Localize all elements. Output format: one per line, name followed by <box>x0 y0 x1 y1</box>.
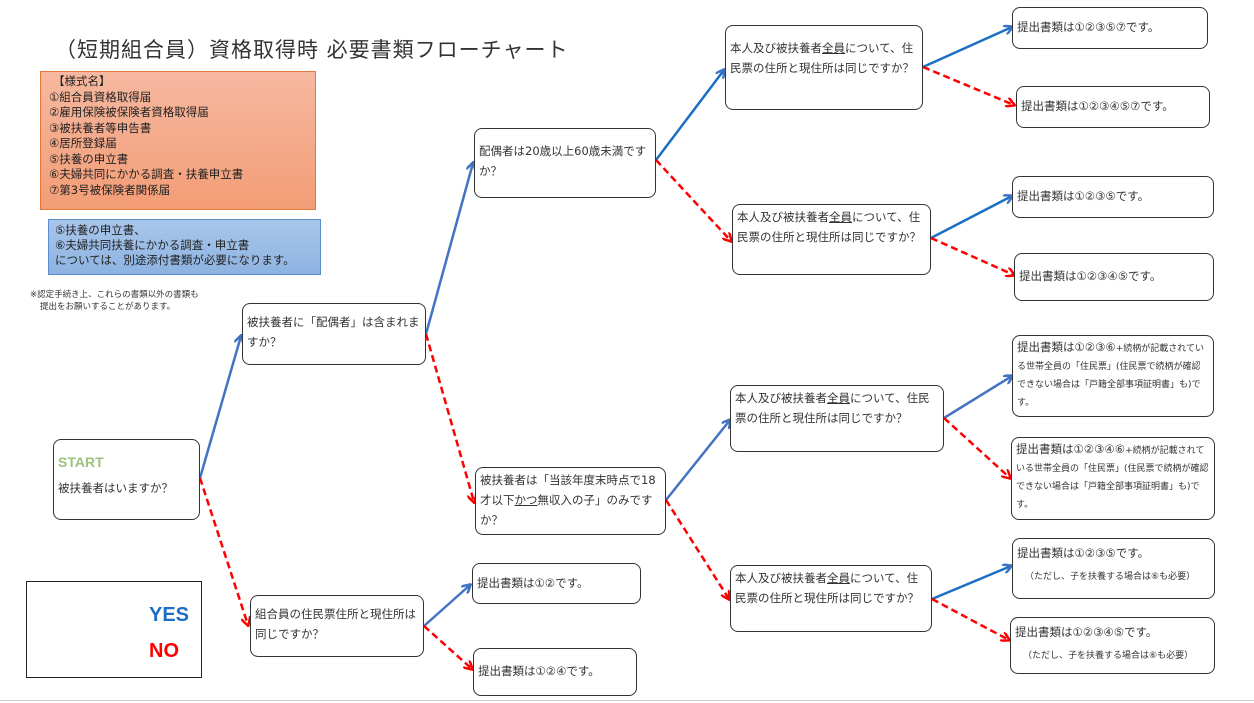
result-text: 提出書類は①②④です。 <box>478 664 600 678</box>
legend-no-label: NO <box>149 640 179 662</box>
result-node-1235-child: 提出書類は①②③⑤です。 （ただし、子を扶養する場合は⑥も必要） <box>1012 538 1215 599</box>
arrow-no <box>943 417 1010 478</box>
arrow-yes <box>930 196 1012 240</box>
spouse-age-question-node: 配偶者は20歳以上60歳未満ですか？ <box>474 128 656 198</box>
start-node: START 被扶養者はいますか？ <box>53 439 200 520</box>
note-line: については、別途添付書類が必要になります。 <box>55 253 295 267</box>
result-text: 提出書類は①②③④⑤です。 <box>1019 269 1162 283</box>
result-node-124: 提出書類は①②④です。 <box>473 648 637 696</box>
question-text: 配偶者は20歳以上60歳未満ですか？ <box>479 144 647 178</box>
question-text: 組合員の住民票住所と現住所は同じですか？ <box>255 607 416 641</box>
note-line: ⑤扶養の申立書、 <box>55 223 146 237</box>
arrow-no <box>922 65 1014 105</box>
all-address-question-node-4: 本人及び被扶養者全員について、住民票の住所と現住所は同じですか？ <box>730 565 932 632</box>
member-address-question-node: 組合員の住民票住所と現住所は同じですか？ <box>250 595 424 657</box>
result-note-text: （ただし、子を扶養する場合は⑥も必要） <box>1023 651 1194 661</box>
result-note-text: （ただし、子を扶養する場合は⑥も必要） <box>1025 572 1196 582</box>
start-label: START <box>58 454 104 470</box>
result-main-text: 提出書類は①②③⑥ <box>1017 340 1116 354</box>
question-text-pre: 本人及び被扶養者 <box>730 41 822 55</box>
result-main-text: 提出書類は①②③⑤です。 <box>1017 546 1150 560</box>
question-text-post: 無収入の子」のみですか？ <box>480 493 653 527</box>
question-text-post: について、住民票の住所と現住所は同じですか？ <box>735 571 919 605</box>
result-main-text: 提出書類は①②③④⑤です。 <box>1015 625 1158 639</box>
result-node-12: 提出書類は①②です。 <box>472 563 641 604</box>
arrow-no <box>930 236 1014 275</box>
question-text-underline: 全員 <box>822 41 845 55</box>
form-item: ①組合員資格取得届 <box>49 89 152 104</box>
question-text-underline: 全員 <box>827 391 850 405</box>
result-text: 提出書類は①②です。 <box>477 576 589 590</box>
all-address-question-node-2: 本人及び被扶養者全員について、住民票の住所と現住所は同じですか？ <box>732 204 931 275</box>
question-text-pre: 本人及び被扶養者 <box>735 571 827 585</box>
question-text-underline: 全員 <box>829 210 852 224</box>
form-item: ④居所登録届 <box>49 136 117 150</box>
question-text-post: について、住民票の住所と現住所は同じですか？ <box>735 391 930 425</box>
yes-no-legend: YES NO <box>26 581 202 678</box>
start-question: 被扶養者はいますか？ <box>58 481 173 495</box>
result-text: 提出書類は①②③⑤です。 <box>1017 189 1150 203</box>
result-node-12346: 提出書類は①②③④⑥+続柄が記載されている世帯全員の「住民票」(住民票で続柄が確… <box>1011 437 1215 520</box>
arrow-no <box>198 477 248 625</box>
question-text-post: について、住民票の住所と現住所は同じですか？ <box>737 210 921 244</box>
question-text: 被扶養者に「配偶者」は含まれますか？ <box>247 315 420 349</box>
result-text: 提出書類は①②③⑤⑦です。 <box>1017 20 1160 34</box>
arrow-yes <box>665 420 730 501</box>
question-text-post: について、住民票の住所と現住所は同じですか？ <box>730 41 914 75</box>
result-node-12357: 提出書類は①②③⑤⑦です。 <box>1012 7 1208 49</box>
all-address-question-node-3: 本人及び被扶養者全員について、住民票の住所と現住所は同じですか？ <box>730 385 944 452</box>
result-detail-text: +続柄が記載されている世帯全員の「住民票」(住民票で続柄が確認できない場合は「戸… <box>1017 344 1205 408</box>
child-question-node: 被扶養者は「当該年度末時点で18才以下かつ無収入の子」のみですか？ <box>475 467 666 535</box>
arrow-yes <box>943 376 1012 420</box>
result-text: 提出書類は①②③④⑤⑦です。 <box>1021 99 1174 113</box>
legend-yes-label: YES <box>149 604 190 626</box>
arrow-yes <box>655 70 724 161</box>
spouse-question-node: 被扶養者に「配偶者」は含まれますか？ <box>242 303 426 365</box>
attachment-note-box: ⑤扶養の申立書、 ⑥夫婦共同扶養にかかる調査・申立書 については、別途添付書類が… <box>48 219 321 275</box>
form-item: ⑦第3号被保険者関係届 <box>49 182 171 197</box>
arrow-no <box>424 333 474 502</box>
arrow-no <box>664 499 729 599</box>
footnote-line: 提出をお願いすることがあります。 <box>40 302 176 312</box>
question-text-pre: 本人及び被扶養者 <box>735 391 827 405</box>
question-text-underline: 全員 <box>827 571 850 585</box>
arrow-yes <box>922 27 1012 69</box>
form-item: ⑤扶養の申立書 <box>49 151 129 166</box>
arrow-yes <box>423 585 470 627</box>
arrow-no <box>931 597 1009 640</box>
question-text-pre: 被扶養者は「当該年度末時点で18才以下 <box>480 473 656 507</box>
all-address-question-node-1: 本人及び被扶養者全員について、住民票の住所と現住所は同じですか？ <box>725 25 923 110</box>
forms-legend-heading: 【様式名】 <box>53 74 111 88</box>
result-node-1236: 提出書類は①②③⑥+続柄が記載されている世帯全員の「住民票」(住民票で続柄が確認… <box>1012 335 1214 417</box>
arrow-no <box>655 159 731 241</box>
result-detail-text: +続柄が記載されている世帯全員の「住民票」(住民票で続柄が確認できない場合は「戸… <box>1016 446 1209 510</box>
question-text-underline: かつ <box>514 493 538 507</box>
form-item: ③被扶養者等申告書 <box>49 120 152 135</box>
arrow-yes <box>198 336 241 479</box>
page-bottom-divider <box>0 700 1254 701</box>
result-node-12345: 提出書類は①②③④⑤です。 <box>1014 253 1214 301</box>
arrow-yes <box>931 566 1011 601</box>
footnote-line: ※認定手続き上、これらの書類以外の書類も <box>30 290 199 300</box>
result-main-text: 提出書類は①②③④⑥ <box>1016 442 1126 456</box>
form-item: ②雇用保険被保険者資格取得届 <box>49 105 209 119</box>
question-text-pre: 本人及び被扶養者 <box>737 210 829 224</box>
note-line: ⑥夫婦共同扶養にかかる調査・申立書 <box>55 238 250 252</box>
arrow-no <box>423 625 472 669</box>
arrow-yes <box>424 163 473 335</box>
page-title: （短期組合員）資格取得時 必要書類フローチャート <box>55 38 569 62</box>
footnote: ※認定手続き上、これらの書類以外の書類も 提出をお願いすることがあります。 <box>30 289 199 313</box>
forms-legend-box: 【様式名】 ①組合員資格取得届 ②雇用保険被保険者資格取得届 ③被扶養者等申告書… <box>40 71 316 210</box>
form-item: ⑥夫婦共同にかかる調査・扶養申立書 <box>49 167 244 181</box>
result-node-12345-child: 提出書類は①②③④⑤です。 （ただし、子を扶養する場合は⑥も必要） <box>1010 617 1215 674</box>
result-node-1235: 提出書類は①②③⑤です。 <box>1012 176 1214 218</box>
result-node-123457: 提出書類は①②③④⑤⑦です。 <box>1016 86 1210 128</box>
